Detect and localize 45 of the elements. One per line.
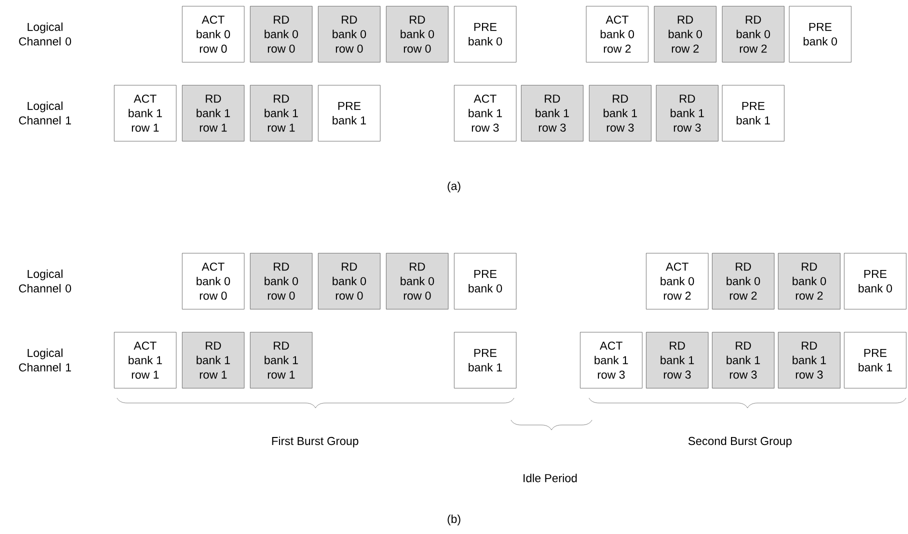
command-box: PRE bank 0 [454, 253, 516, 310]
command-box: PRE bank 1 [722, 85, 784, 142]
caption-text: First Burst Group [272, 436, 358, 448]
channel-label: Logical Channel 0 [19, 270, 72, 292]
command-box: RD bank 0 row 2 [778, 253, 840, 310]
command-box: ACT bank 1 row 1 [114, 85, 176, 142]
command-box: RD bank 1 row 3 [646, 332, 708, 388]
command-box: RD bank 0 row 0 [386, 6, 448, 62]
command-box: ACT bank 0 row 0 [182, 253, 244, 310]
command-box: RD bank 0 row 2 [722, 6, 784, 62]
command-box: PRE bank 1 [318, 85, 380, 142]
command-box: RD bank 1 row 1 [250, 332, 312, 388]
command-box: RD bank 0 row 2 [712, 253, 774, 310]
command-box: ACT bank 1 row 3 [580, 332, 642, 388]
channel-label: Logical Channel 1 [19, 348, 71, 372]
command-box: RD bank 0 row 0 [250, 6, 312, 62]
command-box: ACT bank 0 row 2 [586, 6, 648, 62]
command-box: ACT bank 0 row 2 [646, 253, 708, 310]
command-box: RD bank 1 row 1 [182, 85, 244, 142]
command-box: PRE bank 1 [454, 332, 516, 388]
command-box: RD bank 0 row 0 [318, 6, 380, 62]
channel-label: Logical Channel 1 [19, 102, 71, 124]
command-box: RD bank 1 row 3 [589, 85, 652, 142]
command-box: RD bank 1 row 1 [182, 332, 244, 388]
command-box: RD bank 0 row 2 [654, 6, 716, 62]
command-box: PRE bank 0 [844, 253, 906, 310]
command-box: RD bank 0 row 0 [318, 253, 380, 310]
channel-label: Logical Channel 0 [19, 22, 72, 46]
command-box: PRE bank 1 [844, 332, 906, 388]
command-box: RD bank 0 row 0 [386, 253, 448, 310]
command-box: RD bank 1 row 3 [712, 332, 774, 388]
command-box: ACT bank 1 row 1 [114, 332, 176, 388]
command-box: ACT bank 1 row 3 [454, 85, 516, 142]
caption-text: Second Burst Group [688, 436, 792, 448]
command-box: RD bank 1 row 1 [250, 85, 312, 142]
caption-text: (b) [448, 514, 460, 526]
command-box: RD bank 1 row 3 [521, 85, 584, 142]
caption-text: Idle Period [524, 474, 577, 482]
command-box: RD bank 1 row 3 [778, 332, 840, 388]
command-box: ACT bank 0 row 0 [182, 6, 244, 62]
command-box: RD bank 0 row 0 [250, 253, 312, 310]
caption-text: (a) [448, 182, 460, 192]
command-box: RD bank 1 row 3 [656, 85, 718, 142]
command-box: PRE bank 0 [454, 6, 516, 62]
command-box: PRE bank 0 [789, 6, 852, 62]
